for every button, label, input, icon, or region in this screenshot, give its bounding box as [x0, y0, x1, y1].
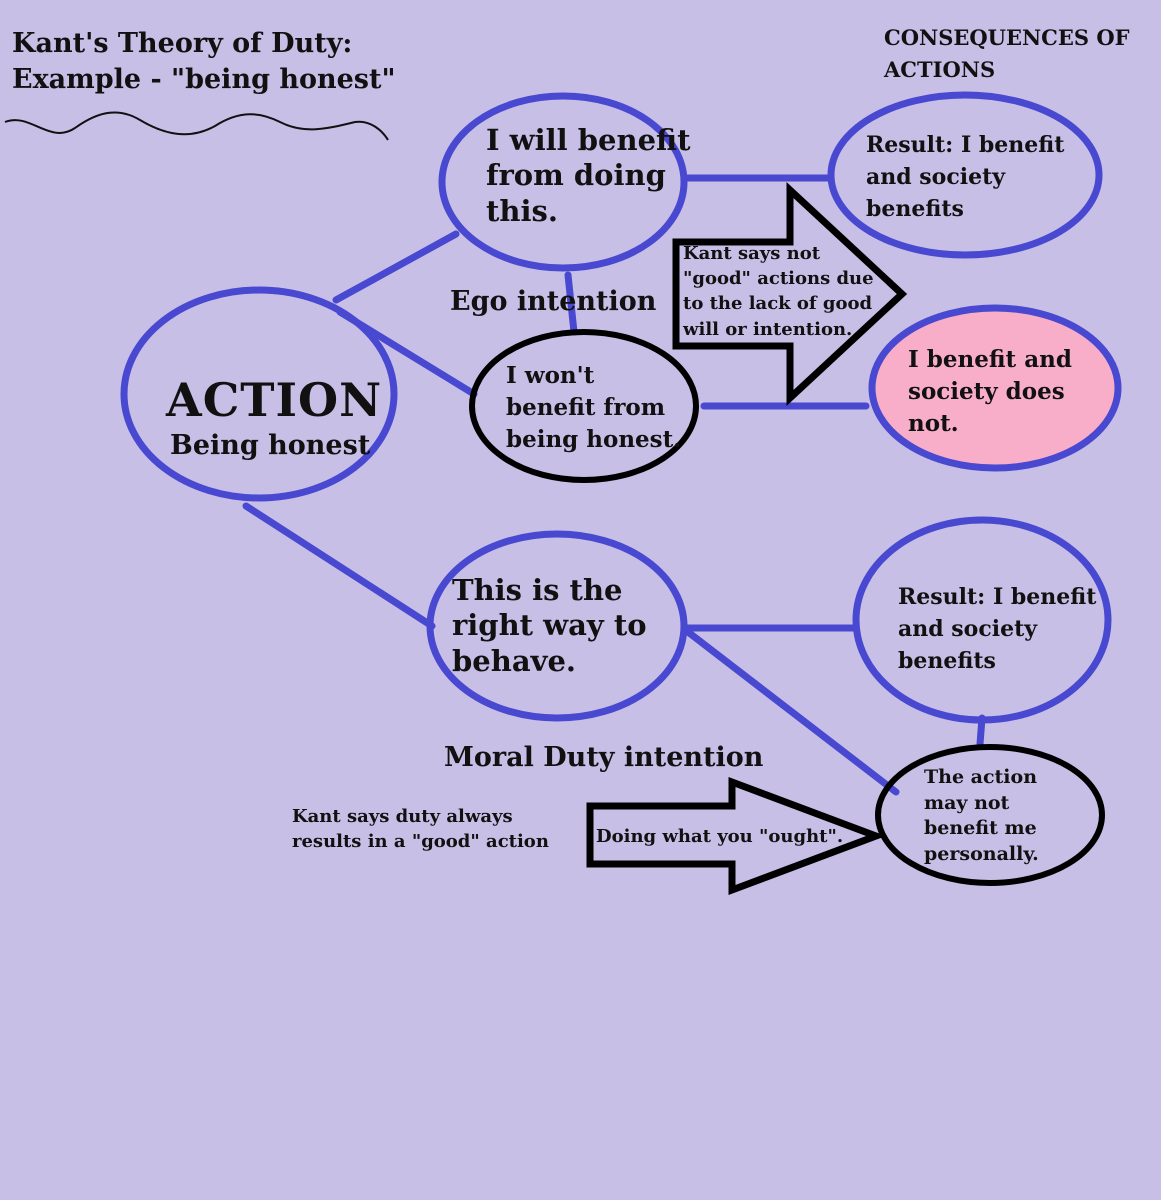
- connector-benefit-wont: [564, 271, 578, 336]
- no-personal-benefit-label: The action may not benefit me personally…: [924, 766, 1039, 865]
- ego-benefit-node: [438, 92, 688, 272]
- ego-intention-label: Ego intention: [450, 286, 657, 317]
- ego-no-benefit-node: [469, 329, 699, 483]
- duty-result-node: [852, 516, 1112, 724]
- action-node: [120, 286, 398, 502]
- society-not-node: [868, 304, 1122, 472]
- benefit-result-label: Result: I benefit and society benefits: [866, 132, 1065, 222]
- ego-no-benefit-label: I won't benefit from being honest.: [506, 362, 682, 454]
- moral-duty-label: Moral Duty intention: [444, 742, 764, 773]
- duty-result-label: Result: I benefit and society benefits: [898, 584, 1097, 674]
- consequences-header: CONSEQUENCES OF ACTIONS: [884, 25, 1130, 82]
- diagram-title: Kant's Theory of Duty: Example - "being …: [12, 28, 396, 96]
- kant-not-good-text: Kant says not "good" actions due to the …: [683, 243, 874, 340]
- ego-benefit-label: I will benefit from doing this.: [486, 123, 691, 228]
- connector-action-benefit: [332, 230, 460, 304]
- kant-not-good-arrow: [672, 181, 908, 407]
- ought-arrow: [586, 776, 886, 896]
- duty-node: [426, 530, 688, 722]
- connector-action-duty: [242, 502, 436, 630]
- duty-node-label: This is the right way to behave.: [452, 573, 647, 678]
- title-underline: [4, 111, 389, 141]
- society-not-label: I benefit and society does not.: [908, 346, 1072, 438]
- kant-duty-note: Kant says duty always results in a "good…: [292, 806, 549, 853]
- action-subtitle: Being honest: [170, 430, 371, 461]
- benefit-result-node: [827, 91, 1103, 259]
- ought-arrow-text: Doing what you "ought".: [596, 826, 844, 847]
- action-title: ACTION: [166, 373, 383, 427]
- no-personal-benefit-node: [875, 744, 1105, 886]
- connector-duty-maynot: [684, 628, 900, 796]
